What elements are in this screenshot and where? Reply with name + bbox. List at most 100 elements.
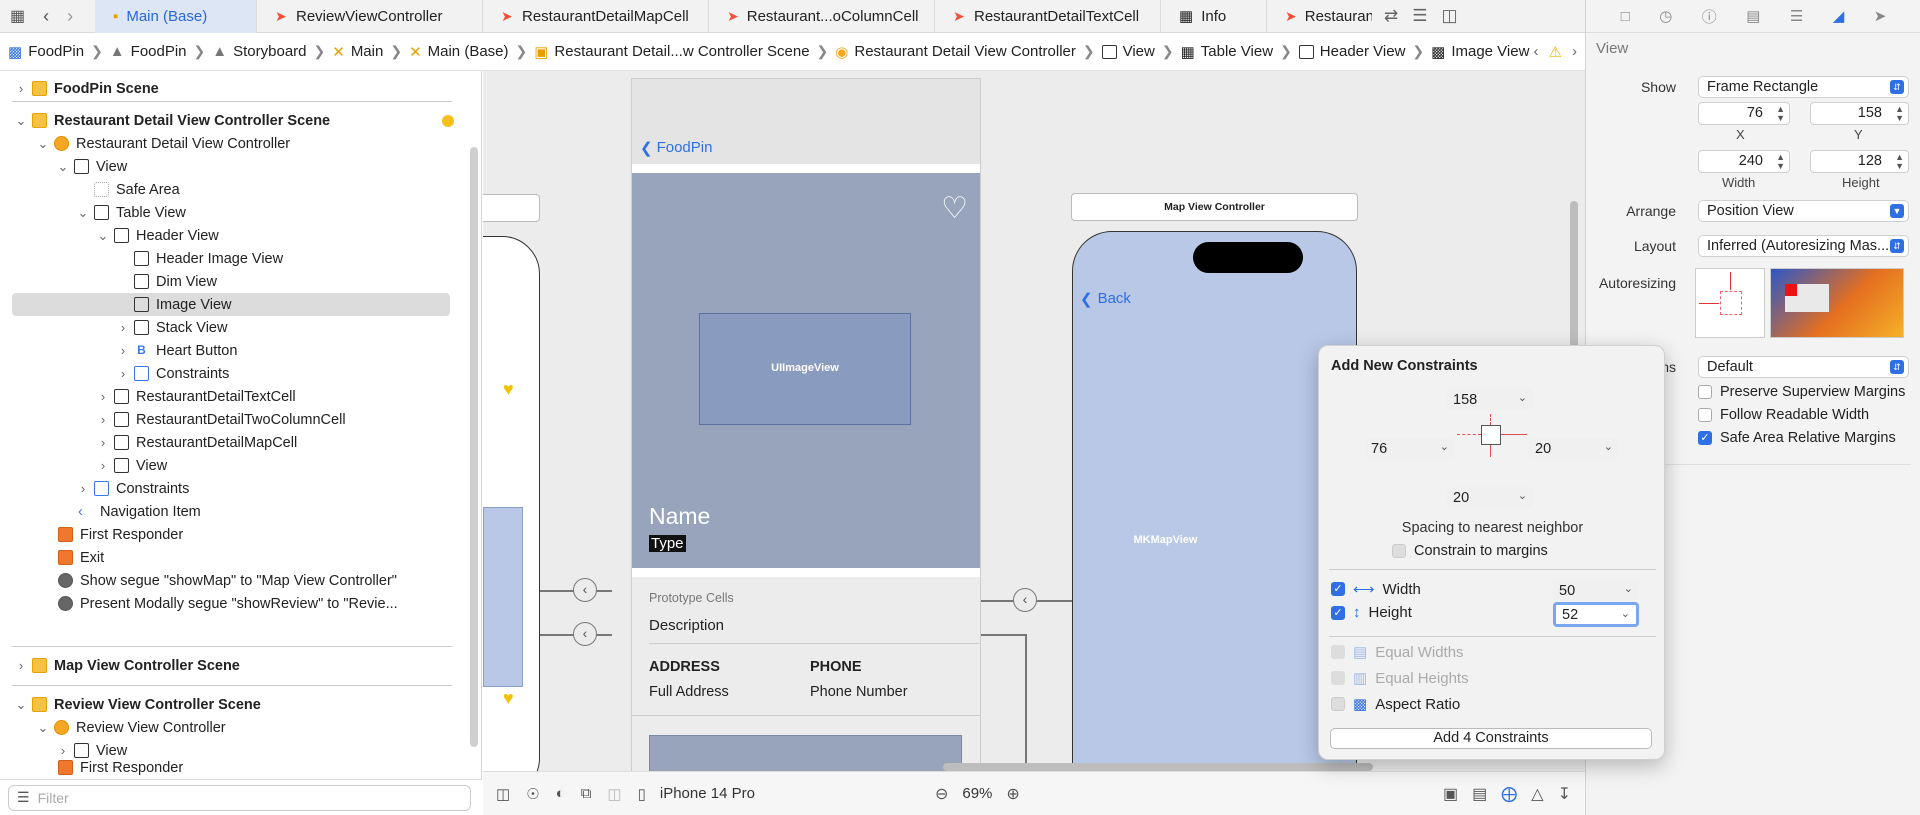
type-label[interactable]: Type [649, 535, 686, 552]
left-spacing-field[interactable]: 76⌄ [1365, 438, 1455, 459]
disclosure-icon[interactable]: › [120, 320, 126, 335]
margins-popup[interactable]: Default⇵ [1698, 356, 1909, 378]
breadcrumb-item[interactable]: ◉Restaurant Detail View Controller [835, 43, 1076, 61]
outline-row[interactable]: ›View [56, 739, 127, 762]
orientation-icon[interactable]: ⧉ [580, 784, 592, 802]
checkmark-icon[interactable]: ✓ [1331, 582, 1345, 596]
segue-icon[interactable]: ‹ [573, 622, 597, 646]
tab-info[interactable]: ▦Info [1161, 0, 1267, 33]
outline-row[interactable]: ›Stack View [116, 316, 228, 339]
add-constraints-button[interactable]: Add 4 Constraints [1330, 728, 1652, 749]
tab-restaurant-detail-map-cell[interactable]: ➤RestaurantDetailMapCell [483, 0, 709, 33]
description-label[interactable]: Description [649, 617, 725, 634]
top-strut[interactable] [1730, 272, 1731, 290]
zoom-in-icon[interactable]: ⊕ [1006, 785, 1020, 803]
disclosure-icon[interactable]: ⌄ [37, 135, 49, 151]
add-editor-icon[interactable]: ◫ [1441, 6, 1458, 25]
back-button[interactable]: ❮Back [1080, 290, 1131, 308]
outline-row[interactable]: ⌄View [56, 155, 128, 178]
add-constraints-icon[interactable]: ⨁ [1501, 785, 1518, 803]
map-scene-title[interactable]: Map View Controller [1071, 193, 1358, 221]
outline-row[interactable]: ⌄Table View [76, 201, 186, 224]
breadcrumb-item[interactable]: ▲FoodPin [110, 43, 187, 60]
stepper-icon[interactable]: ▲▼ [1895, 104, 1904, 123]
disclosure-icon[interactable]: › [18, 81, 24, 96]
outline-row[interactable]: ›FoodPin Scene [14, 77, 159, 100]
outline-row[interactable]: ‹Navigation Item [74, 500, 201, 523]
device-selector[interactable]: iPhone 14 Pro [659, 785, 755, 802]
constrain-margins-checkbox[interactable]: Constrain to margins [1392, 543, 1548, 559]
identity-inspector-icon[interactable]: ▤ [1746, 8, 1761, 25]
sidebar-toggle-icon[interactable]: ◫ [496, 785, 511, 803]
outline-row[interactable]: Safe Area [90, 178, 180, 201]
outline-row[interactable]: ›View [96, 454, 167, 477]
breadcrumb-item[interactable]: ✕Main (Base) [409, 43, 508, 61]
full-address-label[interactable]: Full Address [649, 684, 729, 700]
zoom-level[interactable]: 69% [962, 785, 993, 802]
history-icon[interactable]: ◷ [1659, 8, 1673, 25]
help-icon[interactable]: ⓘ [1701, 8, 1717, 26]
breadcrumb-item[interactable]: ▲Storyboard [212, 43, 306, 60]
canvas-v-scrollbar[interactable] [1570, 201, 1578, 471]
equal-heights-row[interactable]: ▥Equal Heights [1331, 669, 1469, 687]
disclosure-icon[interactable]: ⌄ [77, 204, 89, 220]
right-constraint-icon[interactable] [1501, 434, 1527, 435]
outline-row[interactable]: Dim View [130, 270, 217, 293]
width-value-field[interactable]: 50⌄ [1553, 580, 1639, 601]
height-value-field[interactable]: 52⌄ [1553, 602, 1639, 627]
disclosure-icon[interactable]: ⌄ [15, 696, 27, 712]
outline-row[interactable]: ›Map View Controller Scene [14, 654, 240, 677]
update-frames-icon[interactable]: ▣ [1443, 785, 1459, 803]
outline-row[interactable]: ⌄Header View [96, 224, 219, 247]
disclosure-icon[interactable]: › [100, 458, 106, 473]
disclosure-icon[interactable]: ⌄ [57, 158, 69, 174]
outline-row[interactable]: ›RestaurantDetailTwoColumnCell [96, 408, 346, 431]
disclosure-icon[interactable]: › [100, 435, 106, 450]
resolve-issues-icon[interactable]: △ [1531, 785, 1544, 803]
safe-area-margins-checkbox[interactable]: ✓Safe Area Relative Margins [1698, 430, 1896, 446]
outline-row[interactable]: First Responder [54, 760, 183, 778]
forward-arrow-icon[interactable]: › [67, 5, 74, 26]
appearance-icon[interactable]: ◐ [555, 784, 565, 802]
top-constraint-icon[interactable] [1490, 414, 1491, 425]
left-constraint-icon[interactable] [1457, 434, 1481, 435]
bottom-spacing-field[interactable]: 20⌄ [1447, 487, 1533, 508]
outline-row-selected[interactable]: Image View [12, 293, 450, 316]
disclosure-icon[interactable]: › [18, 658, 24, 673]
disclosure-icon[interactable]: › [120, 366, 126, 381]
outline-row[interactable]: ›RestaurantDetailMapCell [96, 431, 297, 454]
filter-field[interactable]: ☰ Filter [8, 784, 471, 811]
disclosure-icon[interactable]: › [100, 389, 106, 404]
device-icon[interactable]: ▯ [637, 785, 646, 803]
y-field[interactable]: 158▲▼ [1810, 102, 1909, 125]
heart-icon[interactable]: ♡ [941, 192, 968, 225]
disclosure-icon[interactable]: › [100, 412, 106, 427]
width-constraint-row[interactable]: ✓⟷Width [1331, 580, 1421, 598]
preserve-margins-checkbox[interactable]: Preserve Superview Margins [1698, 384, 1905, 400]
outline-row[interactable]: First Responder [54, 523, 183, 546]
outline-row[interactable]: ⌄Review View Controller [36, 716, 226, 739]
breadcrumb-item[interactable]: ▩Image View [1431, 43, 1529, 61]
stepper-icon[interactable]: ▲▼ [1895, 152, 1904, 171]
segue-icon[interactable]: ‹ [573, 578, 597, 602]
layout-icon[interactable]: ◫ [607, 785, 622, 803]
back-button[interactable]: ❮FoodPin [640, 139, 712, 157]
stepper-icon[interactable]: ▲▼ [1776, 152, 1785, 171]
breadcrumb-item[interactable]: View [1101, 43, 1155, 60]
outline-scrollbar[interactable] [470, 147, 478, 747]
grid-icon[interactable]: ▦ [10, 8, 26, 25]
checkmark-icon[interactable]: ✓ [1331, 605, 1345, 620]
tab-restaurant[interactable]: ➤Restaurant [1267, 0, 1372, 33]
file-inspector-icon[interactable]: □ [1620, 7, 1630, 25]
disclosure-icon[interactable]: ⌄ [97, 227, 109, 243]
accessibility-icon[interactable]: ☉ [526, 785, 540, 803]
width-field[interactable]: 240▲▼ [1698, 150, 1790, 173]
warning-icon[interactable]: ⚠ [1548, 43, 1562, 61]
tab-restaurant-two-column-cell[interactable]: ➤Restaurant...oColumnCell [709, 0, 935, 33]
x-field[interactable]: 76▲▼ [1698, 102, 1790, 125]
aspect-ratio-row[interactable]: ▩Aspect Ratio [1331, 695, 1460, 713]
height-field[interactable]: 128▲▼ [1810, 150, 1909, 173]
align-icon[interactable]: ▤ [1472, 785, 1488, 803]
outline-row[interactable]: Show segue "showMap" to "Map View Contro… [54, 569, 397, 592]
